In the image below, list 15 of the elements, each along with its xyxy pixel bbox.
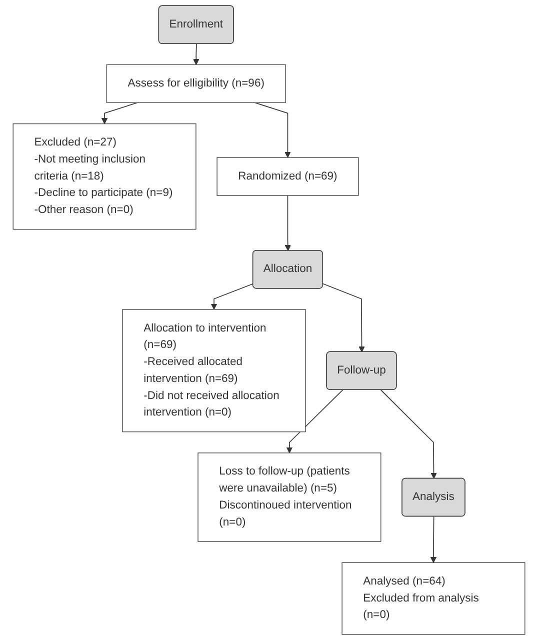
- arrow: [210, 283, 254, 310]
- node-box: Allocation to intervention (n=69) -Received allocated intervention (n=69) -Did not received allocation intervention (n=0): [122, 309, 306, 432]
- node-box: Randomized (n=69): [216, 157, 359, 196]
- node-box: Loss to follow-up (patients were unavailable) (n=5) Discontinoued intervention (n=0): [198, 452, 382, 542]
- arrow: [286, 390, 344, 454]
- arrow: [101, 102, 138, 124]
- arrow: [380, 390, 437, 479]
- arrow: [322, 283, 365, 352]
- arrow: [193, 44, 200, 65]
- arrow: [284, 195, 291, 251]
- node-box: Excluded (n=27) -Not meeting inclusion criteria (n=18) -Decline to participate (n=9) -Other reason (n=0): [12, 123, 196, 230]
- arrow: [430, 516, 437, 563]
- node-box: Assess for elligibility (n=96): [106, 64, 286, 104]
- arrow: [254, 102, 291, 158]
- node-box: Analysed (n=64) Excluded from analysis (n=0): [342, 562, 526, 635]
